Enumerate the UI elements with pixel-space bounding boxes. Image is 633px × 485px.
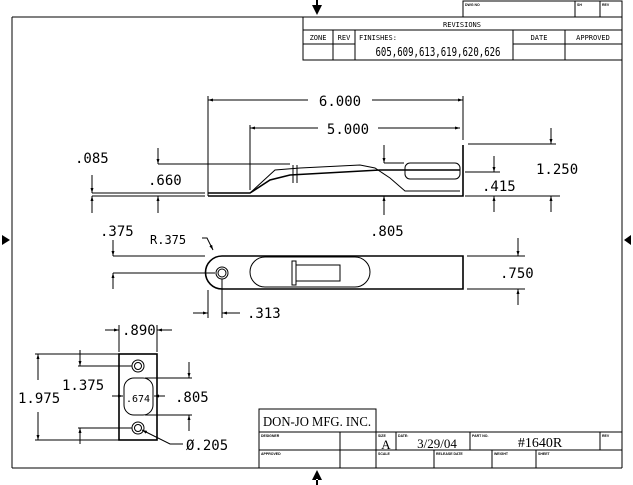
dwg-no-label: DWG NO — [465, 3, 480, 7]
strike-plate-view: .674 .890 1.975 1.375 .805 Ø.205 — [18, 323, 228, 454]
top-view: .375 R.375 .750 .313 — [100, 224, 534, 322]
sheet-label: SHEET — [538, 452, 551, 456]
company-name: DON-JO MFG. INC. — [263, 415, 371, 430]
dim-overall-length: 6.000 — [319, 94, 361, 110]
part-no-label: PART NO. — [472, 434, 488, 438]
col-zone: ZONE — [310, 34, 327, 42]
designer-label: DESIGNER — [261, 434, 280, 438]
date-value: 3/29/04 — [417, 436, 457, 451]
revisions-table: DWG NO SH REV REVISIONS ZONE REV FINISHE… — [302, 0, 623, 61]
size-value: A — [381, 437, 391, 452]
dim-width: .750 — [500, 266, 534, 282]
date-label: DATE: — [398, 434, 408, 438]
title-block: DON-JO MFG. INC. DESIGNER APPROVED SIZE … — [258, 408, 622, 468]
bottom-center-arrow-icon — [312, 470, 322, 485]
dim-plate-width: .890 — [122, 323, 156, 339]
title-rev-label: REV — [602, 434, 610, 438]
dim-inner-length: 5.000 — [327, 122, 369, 138]
dim-plate-height: 1.975 — [18, 391, 60, 407]
dim-end-offset: .375 — [100, 224, 134, 240]
col-finishes: FINISHES: — [359, 34, 397, 42]
dim-thickness: .085 — [75, 151, 109, 167]
top-center-arrow-icon — [312, 0, 322, 15]
dim-hole-offset: .313 — [247, 306, 281, 322]
dim-handle-height: .415 — [482, 179, 516, 195]
side-view: 6.000 5.000 .085 .660 .805 .415 1.250 — [75, 94, 578, 240]
left-center-arrow-icon — [2, 235, 10, 245]
release-date-label: RELEASE DATE — [436, 452, 463, 456]
size-label: SIZE — [378, 434, 386, 438]
dim-lever-height: .660 — [148, 173, 182, 189]
dim-slot-height: .805 — [175, 390, 209, 406]
part-no-value: #1640R — [518, 436, 563, 451]
right-center-arrow-icon — [624, 235, 631, 245]
dim-total-height: 1.250 — [536, 162, 578, 178]
rev-label: REV — [602, 3, 610, 7]
finishes-value: 605,609,613,619,620,626 — [376, 45, 501, 59]
dim-radius: R.375 — [150, 233, 186, 247]
dim-hole-spacing: 1.375 — [62, 378, 104, 394]
dim-offset: .805 — [370, 224, 404, 240]
dim-hole-diameter: Ø.205 — [186, 438, 228, 454]
col-rev: REV — [338, 34, 351, 42]
col-approved: APPROVED — [576, 34, 610, 42]
sh-label: SH — [577, 3, 582, 7]
col-date: DATE — [531, 34, 548, 42]
dim-slot-width: .674 — [126, 394, 150, 405]
revisions-title: REVISIONS — [443, 21, 481, 29]
approved-label: APPROVED — [261, 452, 281, 456]
scale-label: SCALE — [378, 452, 391, 456]
weight-label: WEIGHT — [494, 452, 509, 456]
